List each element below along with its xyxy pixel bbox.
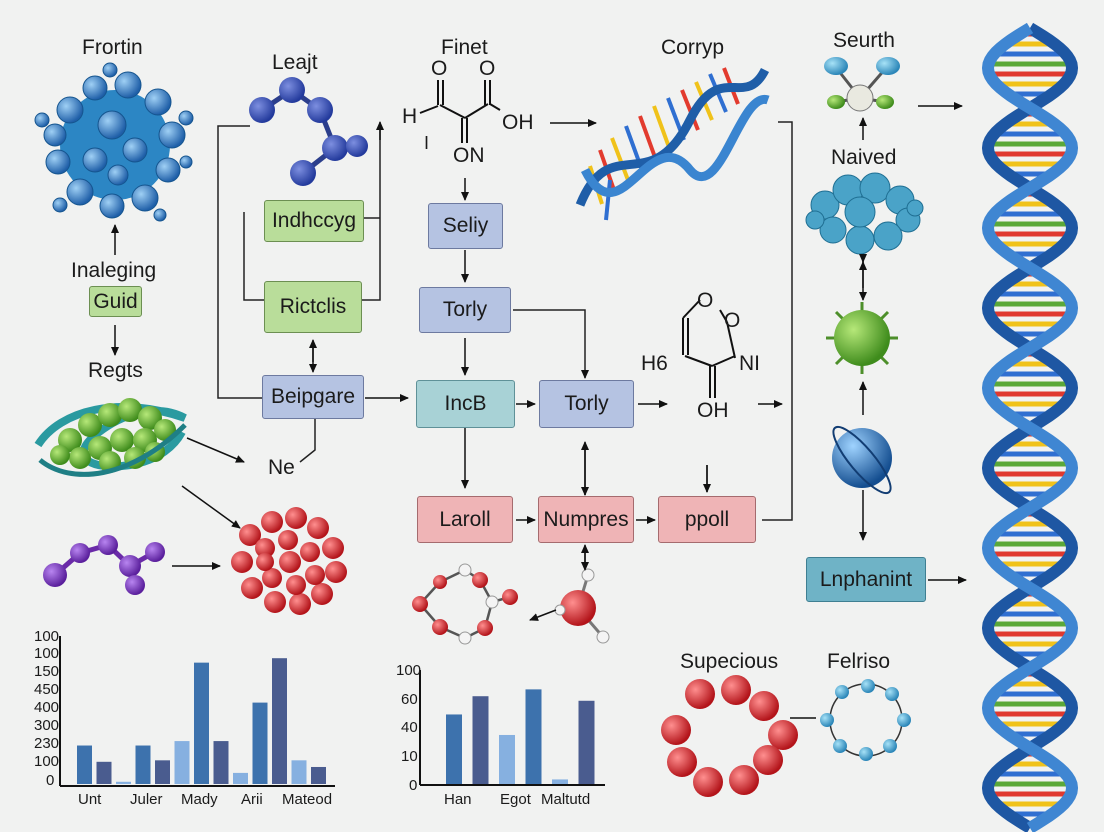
chart1-bar-7 [213, 741, 229, 784]
chart1-bar-1 [96, 761, 112, 784]
seurth-molecule [824, 57, 900, 112]
chem-oh: OH [502, 111, 534, 134]
chart2-bar-3 [525, 689, 542, 784]
chart2-bars [446, 689, 595, 784]
c1-xlabel-4: Mateod [282, 791, 333, 808]
c2-ytick-1: 60 [401, 691, 418, 708]
box-incb: IncB [416, 380, 515, 428]
chem-i: I [424, 133, 430, 153]
c2-xlabel-0: Han [444, 791, 472, 808]
c2-ytick-2: 40 [401, 719, 418, 736]
c1-ytick-6: 230 [34, 735, 60, 752]
c1-ytick-2: 150 [34, 663, 60, 680]
chart1-bar-3 [135, 745, 151, 784]
ring-molecule [412, 563, 518, 645]
chart1-bar-0 [77, 745, 92, 784]
label-felriso: Felriso [827, 650, 891, 673]
label-ne: Ne [268, 456, 295, 479]
green-virus [826, 302, 898, 374]
chart1-bar-9 [252, 702, 268, 784]
corryp-dna [575, 67, 770, 221]
c2-xlabel-2: Maltutd [541, 791, 591, 808]
c1-xlabel-1: Juler [130, 791, 163, 808]
box-lnphanint: Lnphanint [806, 557, 926, 602]
chart-axes [59, 636, 605, 787]
chem-ring-o2: O [724, 309, 741, 332]
box-beipgare: Beipgare [262, 375, 364, 419]
red-fullerene [231, 507, 347, 615]
label-supecious: Supecious [680, 650, 779, 673]
label-naived: Naived [831, 146, 897, 169]
chart2-bar-2 [499, 734, 515, 784]
chart1-bar-6 [194, 662, 209, 784]
c1-ytick-4: 400 [34, 699, 60, 716]
chart2-bar-1 [472, 696, 489, 784]
chart1-bars [77, 658, 326, 784]
chem-h: H [402, 105, 418, 128]
label-regts: Regts [88, 359, 143, 382]
chem-on: ON [453, 144, 485, 167]
chem-h6: H6 [641, 352, 668, 375]
label-corryp: Corryp [661, 36, 725, 59]
chem-ring-o1: O [697, 289, 714, 312]
supecious-ring [661, 675, 798, 797]
chart1-bar-12 [311, 766, 326, 784]
chart1-bar-10 [272, 658, 287, 784]
label-finet: Finet [441, 36, 488, 59]
c1-ytick-8: 0 [46, 772, 55, 789]
chart1-bar-4 [155, 760, 170, 784]
c1-ytick-1: 100 [34, 645, 60, 662]
box-laroll: Laroll [417, 496, 513, 543]
vertical-dna [981, 22, 1079, 832]
leajt-atoms [249, 77, 368, 186]
regts-protein [34, 398, 187, 477]
chart2-bar-5 [578, 700, 595, 784]
c1-ytick-0: 100 [34, 628, 60, 645]
box-rictclis: Rictclis [264, 281, 362, 333]
box-guid: Guid [89, 286, 142, 317]
c1-xlabel-2: Mady [181, 791, 218, 808]
chem-ring-oh: OH [697, 399, 729, 422]
c1-ytick-7: 100 [34, 753, 60, 770]
box-seliy: Seliy [428, 203, 503, 249]
chart2-bar-0 [446, 714, 462, 784]
box-ppoll: ppoll [658, 496, 756, 543]
chart1-bar-2 [116, 781, 131, 784]
label-seurth: Seurth [833, 29, 895, 52]
c2-ytick-3: 10 [401, 748, 418, 765]
frortin-protein [34, 62, 194, 222]
c1-xlabel-3: Arii [241, 791, 263, 808]
c2-ytick-0: 100 [396, 662, 422, 679]
c2-xlabel-1: Egot [500, 791, 531, 808]
box-indhccyg: Indhccyg [264, 200, 364, 242]
label-frortin: Frortin [82, 36, 143, 59]
purple-molecule [43, 535, 165, 595]
chart1-bar-5 [174, 741, 190, 784]
box-numpres: Numpres [538, 496, 634, 543]
box-torly-1: Torly [419, 287, 511, 333]
connectors [217, 121, 793, 521]
felriso-ring [820, 679, 911, 761]
c2-ytick-4: 0 [409, 777, 418, 794]
naived-protein [805, 172, 924, 255]
c1-xlabel-0: Unt [78, 791, 102, 808]
finet-structure [419, 80, 501, 143]
c1-ytick-3: 450 [34, 681, 60, 698]
ring-structure [682, 299, 736, 398]
label-inaleging: Inaleging [71, 259, 157, 282]
box-torly-2: Torly [539, 380, 634, 428]
label-leajt: Leajt [272, 51, 318, 74]
chart1-bar-8 [233, 772, 248, 784]
blue-globe [832, 425, 892, 495]
chem-o1: O [431, 57, 448, 80]
chem-ni: NI [739, 352, 760, 375]
water-molecule [554, 568, 610, 644]
arrows [111, 102, 967, 621]
chart1-bar-11 [291, 760, 307, 784]
c1-ytick-5: 300 [34, 717, 60, 734]
chart2-bar-4 [552, 779, 568, 784]
chem-o2: O [479, 57, 496, 80]
